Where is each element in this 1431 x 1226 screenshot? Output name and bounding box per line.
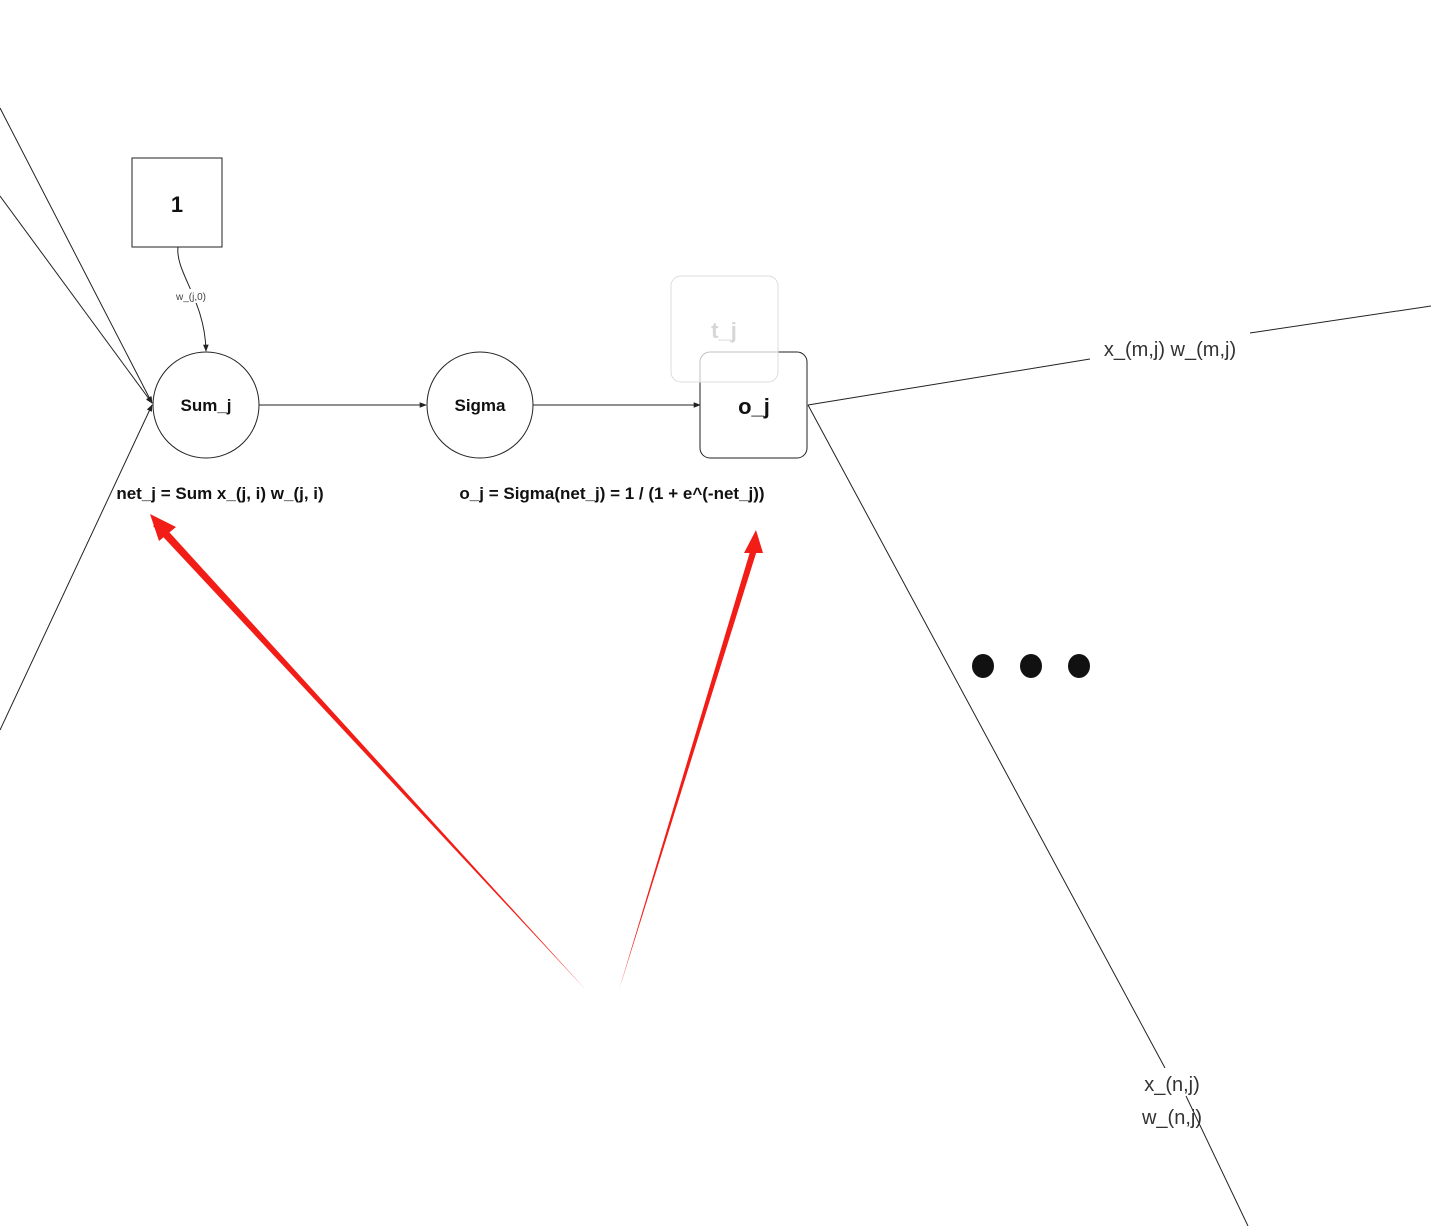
bottom-right-edge-label-line1: x_(n,j) [1144, 1074, 1200, 1096]
annotation-arrow-right [619, 530, 763, 990]
input-edge-3 [0, 404, 153, 731]
bias-weight-label-bg [170, 289, 212, 303]
input-edge-1 [0, 107, 153, 404]
ellipsis-dot-1 [972, 654, 994, 678]
output-formula: o_j = Sigma(net_j) = 1 / (1 + e^(-net_j)… [459, 484, 764, 503]
output-edge-top-a [807, 358, 1091, 406]
output-node-label: o_j [738, 394, 770, 419]
output-edge-top-b [1249, 305, 1431, 334]
output-edge-bottom-b [1185, 1095, 1249, 1226]
ellipsis-icon [972, 654, 1090, 678]
ellipsis-dot-2 [1020, 654, 1042, 678]
target-node[interactable] [670, 275, 779, 383]
sum-node-label: Sum_j [180, 396, 231, 415]
ellipsis-dot-3 [1068, 654, 1090, 678]
top-right-edge-label: x_(m,j) w_(m,j) [1104, 339, 1236, 361]
sigma-node-label: Sigma [454, 396, 506, 415]
target-node-label: t_j [711, 318, 737, 343]
bottom-right-edge-label-line2: w_(n,j) [1141, 1107, 1202, 1129]
net-formula: net_j = Sum x_(j, i) w_(j, i) [116, 484, 323, 503]
input-edge-2 [0, 195, 153, 404]
bias-node[interactable] [131, 157, 223, 248]
bias-node-label: 1 [171, 192, 183, 217]
output-edge-bottom-a [807, 404, 1166, 1069]
annotation-arrow-left [150, 514, 586, 990]
bias-weight-label: w_(j,0) [175, 292, 206, 303]
